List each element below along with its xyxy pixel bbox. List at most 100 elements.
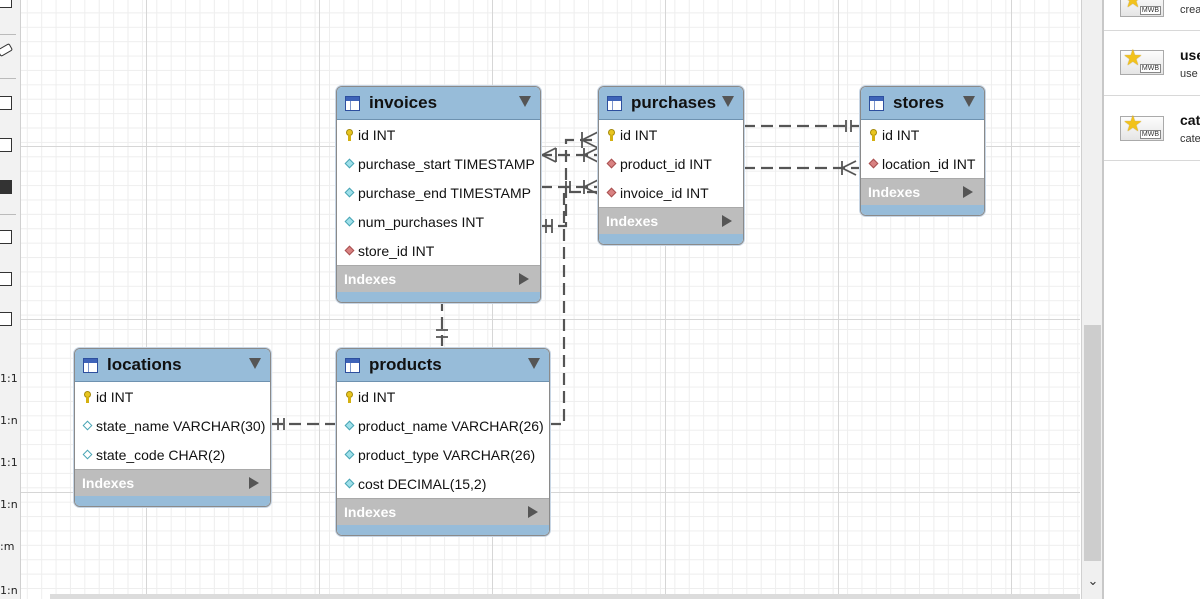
column-row[interactable]: product_name VARCHAR(26) — [337, 411, 549, 440]
one-marker — [565, 181, 571, 193]
table-header[interactable]: invoices — [337, 87, 540, 120]
collapse-arrow-icon[interactable] — [528, 358, 540, 369]
table-tool-icon[interactable] — [0, 230, 12, 244]
layer-tool-icon[interactable] — [0, 96, 12, 110]
table-bottom-bar — [75, 496, 270, 506]
nullable-diamond-icon — [82, 420, 92, 431]
table-locations[interactable]: locations id INT state_name VARCHAR(30) … — [74, 348, 271, 507]
eraser-tool-icon[interactable] — [0, 43, 14, 57]
indexes-label: Indexes — [606, 213, 659, 229]
many-marker — [583, 179, 599, 195]
not-null-diamond-icon — [344, 449, 354, 460]
collapse-arrow-icon[interactable] — [519, 96, 531, 107]
one-marker — [277, 418, 285, 430]
many-marker — [581, 131, 599, 149]
column-row[interactable]: id INT — [861, 120, 984, 149]
toolbar-divider — [0, 34, 16, 35]
star-icon: ★ — [1123, 0, 1143, 13]
column-row[interactable]: product_type VARCHAR(26) — [337, 440, 549, 469]
expand-arrow-icon[interactable] — [249, 477, 259, 489]
column-row[interactable]: invoice_id INT — [599, 178, 743, 207]
table-bottom-bar — [599, 234, 743, 244]
snippets-panel: ★MWB crea ★MWB use use ★MWB cat cate — [1102, 0, 1200, 599]
view-tool-icon[interactable] — [0, 272, 12, 286]
column-row[interactable]: store_id INT — [337, 236, 540, 265]
column-row[interactable]: cost DECIMAL(15,2) — [337, 469, 549, 498]
table-icon — [607, 95, 622, 111]
column-label: product_name VARCHAR(26) — [358, 417, 544, 434]
one-marker — [436, 329, 448, 338]
primary-key-icon — [345, 128, 353, 141]
rel-1-1-id-tool[interactable]: 1:1 — [0, 456, 18, 469]
foreign-key-diamond-icon — [344, 245, 354, 256]
indexes-label: Indexes — [868, 184, 921, 200]
column-label: id INT — [620, 126, 658, 143]
column-row[interactable]: id INT — [599, 120, 743, 149]
indexes-section[interactable]: Indexes — [337, 265, 540, 292]
panel-item[interactable]: ★MWB cat cate — [1104, 96, 1200, 161]
table-header[interactable]: products — [337, 349, 549, 382]
indexes-section[interactable]: Indexes — [599, 207, 743, 234]
pencil-tool-icon[interactable] — [0, 0, 12, 8]
column-label: product_id INT — [620, 155, 712, 172]
table-purchases[interactable]: purchases id INT product_id INT invoice_… — [598, 86, 744, 245]
indexes-section[interactable]: Indexes — [75, 469, 270, 496]
note-tool-icon[interactable] — [0, 138, 12, 152]
column-row[interactable]: id INT — [337, 382, 549, 411]
panel-item-subtitle: crea — [1180, 4, 1200, 16]
routine-tool-icon[interactable] — [0, 312, 12, 326]
indexes-section[interactable]: Indexes — [861, 178, 984, 205]
image-tool-icon[interactable] — [0, 180, 12, 194]
table-icon — [345, 357, 360, 373]
column-label: state_code CHAR(2) — [96, 446, 226, 463]
column-row[interactable]: num_purchases INT — [337, 207, 540, 236]
table-invoices[interactable]: invoices id INT purchase_start TIMESTAMP… — [336, 86, 541, 303]
rel-1-1-tool[interactable]: 1:1 — [0, 372, 18, 385]
primary-key-icon — [83, 390, 91, 403]
column-label: cost DECIMAL(15,2) — [358, 475, 487, 492]
column-row[interactable]: product_id INT — [599, 149, 743, 178]
many-marker — [541, 147, 557, 163]
expand-arrow-icon[interactable] — [963, 186, 973, 198]
scroll-thumb[interactable] — [1084, 325, 1101, 561]
vertical-scrollbar[interactable]: ⌄ — [1081, 0, 1103, 599]
column-label: store_id INT — [358, 242, 435, 259]
column-row[interactable]: state_name VARCHAR(30) — [75, 411, 270, 440]
collapse-arrow-icon[interactable] — [963, 96, 975, 107]
column-row[interactable]: purchase_end TIMESTAMP — [337, 178, 540, 207]
collapse-arrow-icon[interactable] — [722, 96, 734, 107]
table-stores[interactable]: stores id INT location_id INT Indexes — [860, 86, 985, 216]
table-header[interactable]: purchases — [599, 87, 743, 120]
panel-item[interactable]: ★MWB crea — [1104, 0, 1200, 31]
panel-item[interactable]: ★MWB use use — [1104, 31, 1200, 96]
nullable-diamond-icon — [82, 449, 92, 460]
column-row[interactable]: location_id INT — [861, 149, 984, 178]
indexes-section[interactable]: Indexes — [337, 498, 549, 525]
rel-n-m-tool[interactable]: :m — [0, 540, 15, 553]
expand-arrow-icon[interactable] — [528, 506, 538, 518]
rel-1-n-existing-tool[interactable]: 1:n — [0, 584, 18, 597]
table-products[interactable]: products id INT product_name VARCHAR(26)… — [336, 348, 550, 536]
column-row[interactable]: id INT — [337, 120, 540, 149]
rel-1-n-tool[interactable]: 1:n — [0, 414, 18, 427]
column-row[interactable]: state_code CHAR(2) — [75, 440, 270, 469]
rel-1-n-id-tool[interactable]: 1:n — [0, 498, 18, 511]
star-icon: ★ — [1123, 112, 1143, 137]
one-marker — [545, 219, 553, 233]
expand-arrow-icon[interactable] — [519, 273, 529, 285]
mwb-file-icon: ★MWB — [1120, 0, 1164, 17]
horizontal-scrollbar[interactable] — [50, 594, 1080, 599]
indexes-label: Indexes — [344, 504, 397, 520]
indexes-label: Indexes — [344, 271, 397, 287]
collapse-arrow-icon[interactable] — [249, 358, 261, 369]
expand-arrow-icon[interactable] — [722, 215, 732, 227]
many-marker — [841, 160, 857, 176]
scroll-down-icon[interactable]: ⌄ — [1087, 574, 1099, 589]
table-header[interactable]: stores — [861, 87, 984, 120]
many-marker — [583, 147, 599, 163]
connector-products-purchases-b — [549, 190, 598, 426]
column-row[interactable]: purchase_start TIMESTAMP — [337, 149, 540, 178]
primary-key-icon — [869, 128, 877, 141]
table-header[interactable]: locations — [75, 349, 270, 382]
column-row[interactable]: id INT — [75, 382, 270, 411]
